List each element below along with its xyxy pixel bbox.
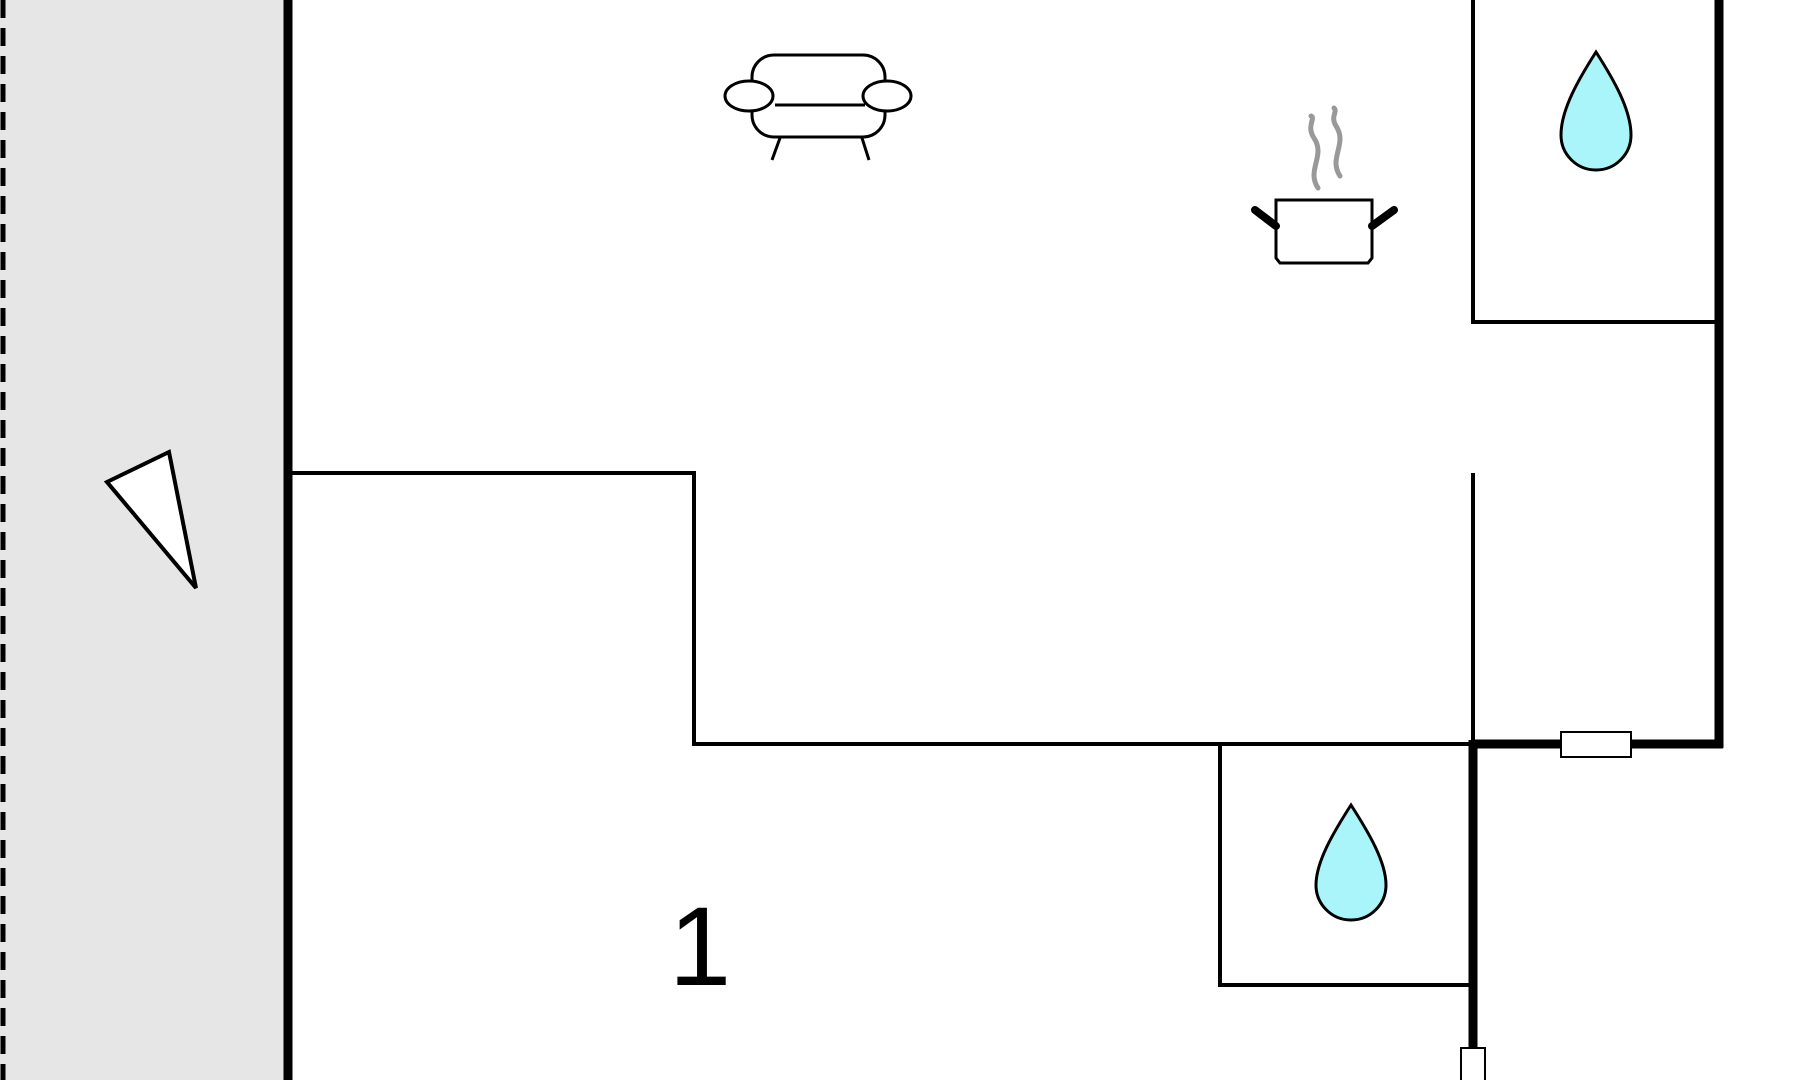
bathroom-bottom-walls <box>1218 744 1473 987</box>
window <box>1560 731 1632 758</box>
bathroom-top-walls <box>1471 0 1715 324</box>
room-label: 1 <box>669 884 731 1009</box>
bedroom-wall <box>292 471 1473 746</box>
outdoor-area <box>0 0 288 1080</box>
sofa-icon <box>723 53 913 161</box>
cooking-pot-icon <box>1251 105 1398 265</box>
water-drop-icon <box>1314 802 1388 922</box>
water-drop-icon <box>1559 49 1633 172</box>
window <box>1460 1047 1486 1080</box>
compass-pointer-icon <box>103 449 198 590</box>
